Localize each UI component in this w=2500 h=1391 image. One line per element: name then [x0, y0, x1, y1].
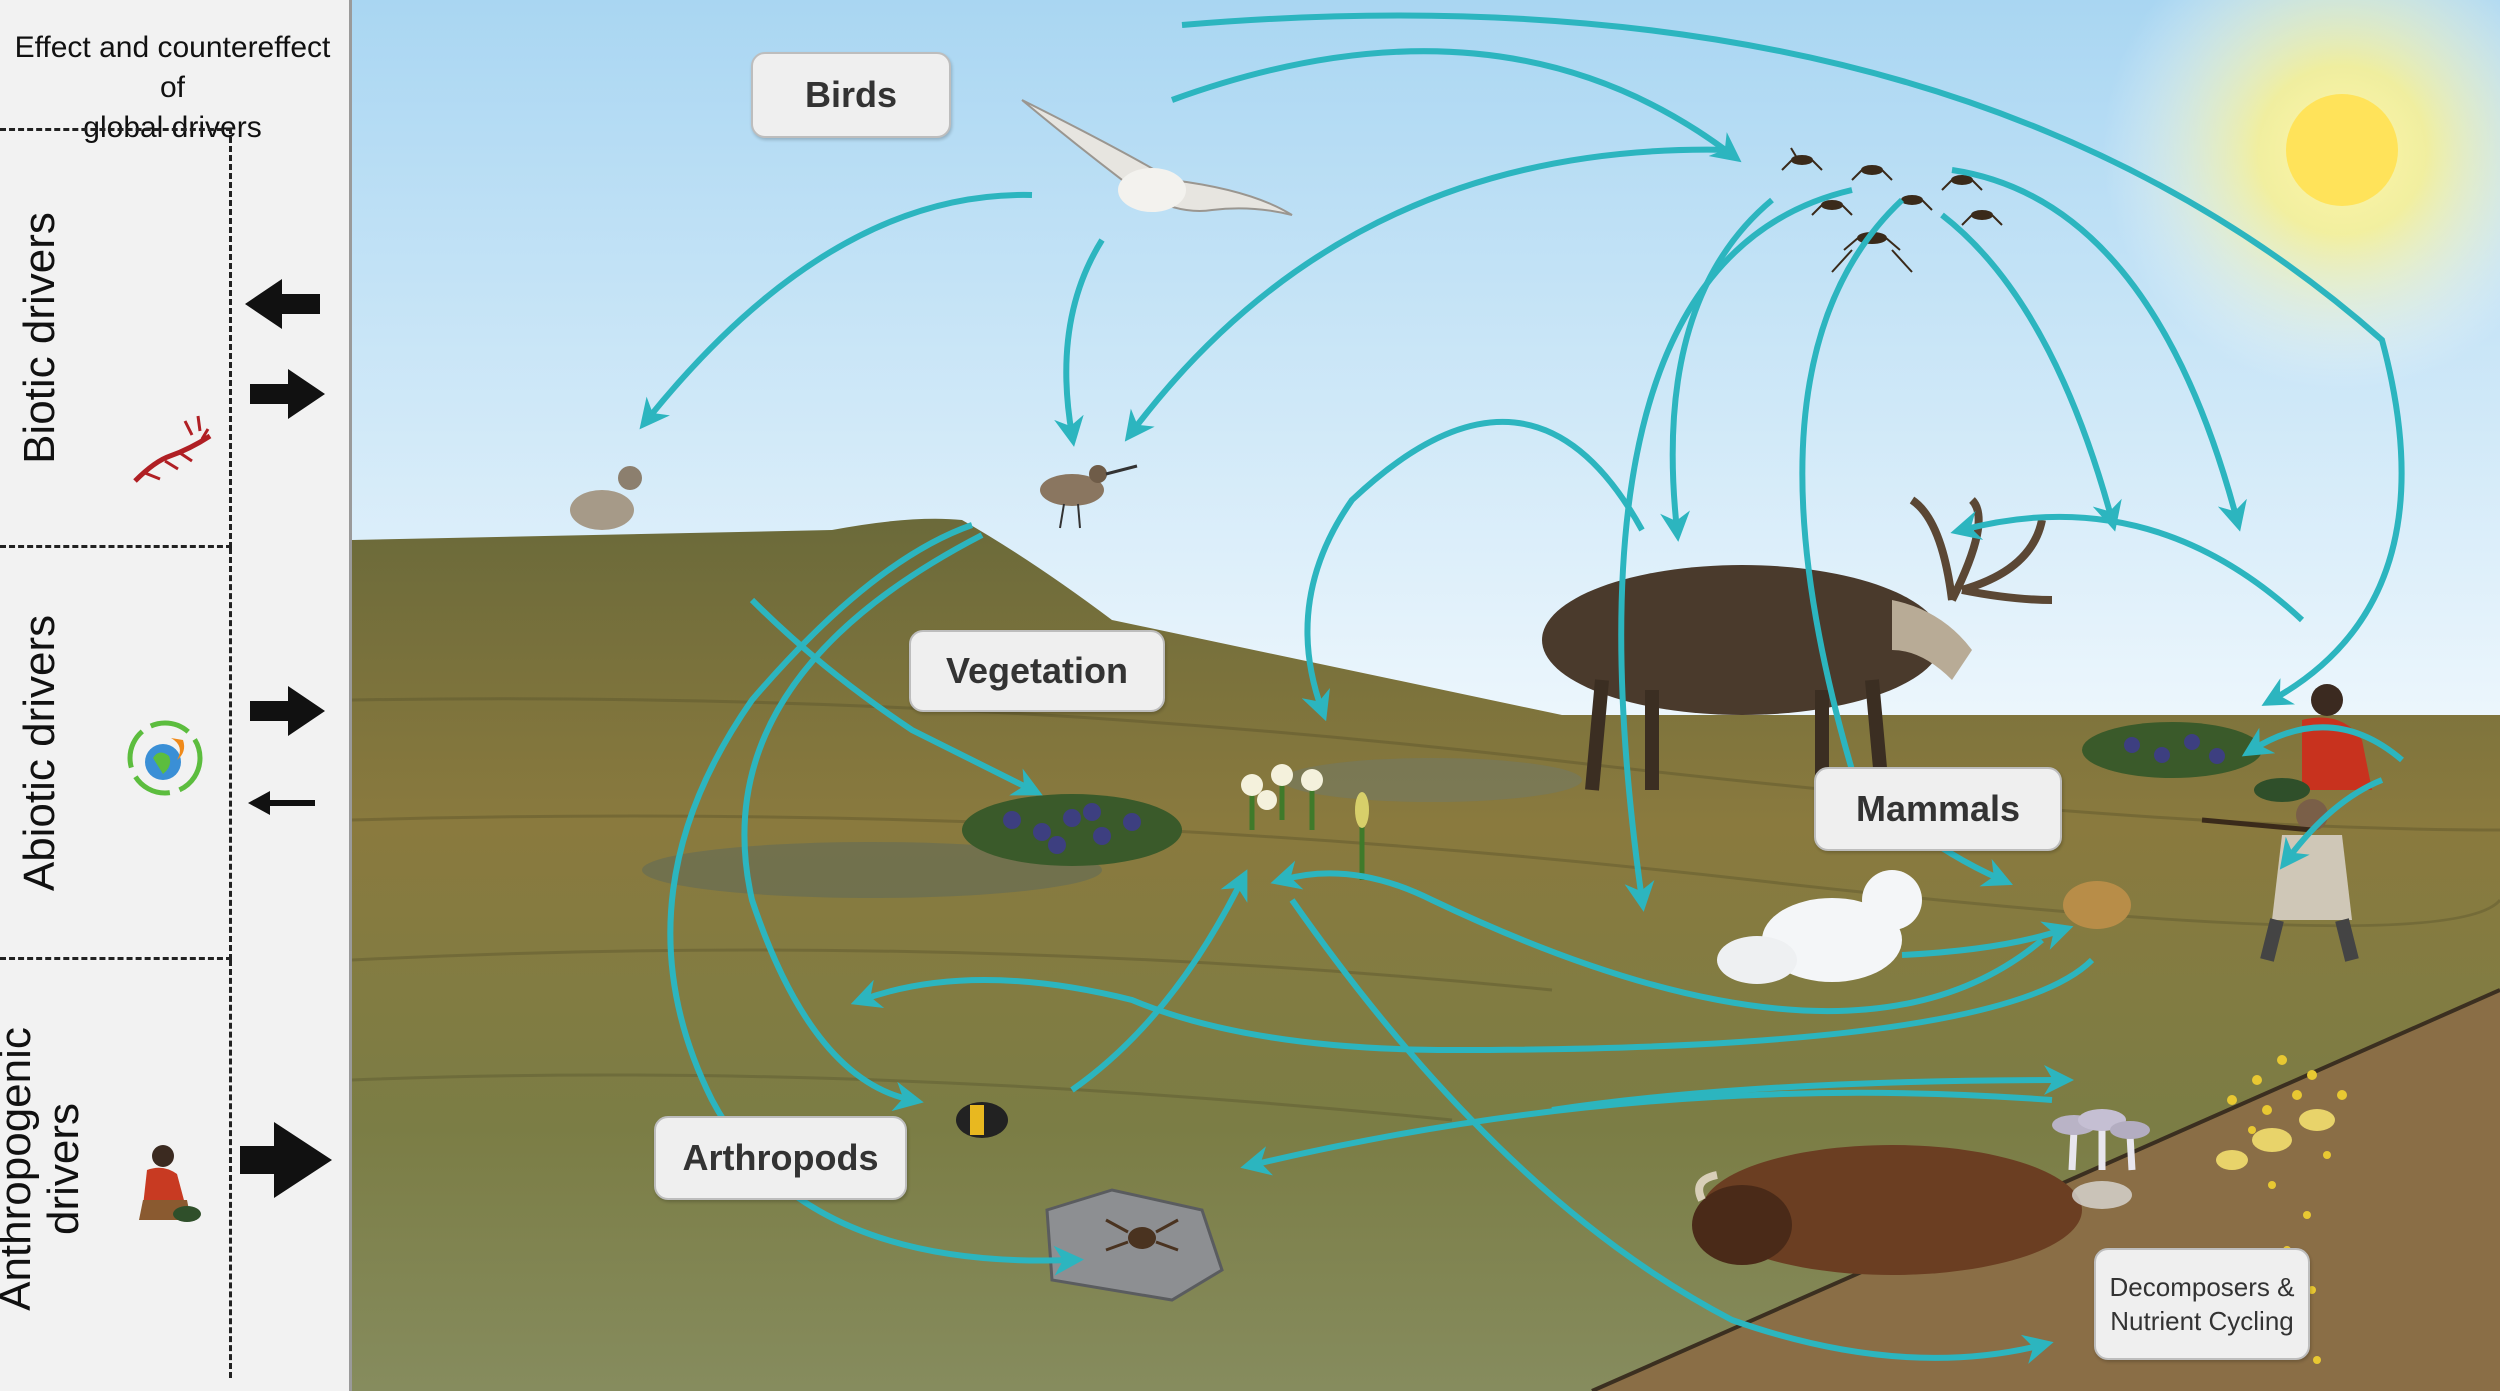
snowy-owl — [1021, 99, 1293, 216]
berry-picker — [2254, 684, 2372, 802]
arrow-mosquitoes-to-sandpiper — [1124, 146, 1733, 442]
mushrooms — [2052, 1109, 2150, 1209]
sun-glow — [2102, 0, 2500, 390]
arrow-mammals-to-vegetation — [850, 957, 2095, 1054]
ptarmigan — [570, 466, 642, 530]
climate-globe-icon — [127, 720, 203, 796]
anthropogenic-drivers-label: Anthropogenic drivers — [0, 1027, 89, 1311]
berry-bushes — [962, 794, 1182, 866]
arrow-mosquitoes-down — [1618, 187, 1853, 912]
arrow-picker-to-berries — [2241, 724, 2404, 763]
pest-icon — [133, 415, 212, 483]
arrow-sandpiper-to-bee — [741, 532, 984, 1112]
bumblebee — [956, 1102, 1008, 1138]
arrow-lemming-to-berries — [1270, 860, 2044, 1015]
arrow-hunter-to-lemming — [2279, 777, 2384, 870]
arrow-vegetation-to-decomposers — [1289, 898, 2054, 1364]
pond — [642, 842, 1102, 898]
vegetation-label: Vegetation — [909, 630, 1165, 712]
arrow-mosquitoes-to-right — [1951, 167, 2247, 532]
spider-on-rock — [1045, 1188, 1224, 1302]
decomposers-label: Decomposers & Nutrient Cycling — [2094, 1248, 2310, 1360]
lemming — [2063, 881, 2131, 929]
arrow-fox-to-lemming — [1901, 921, 2074, 958]
arrow-mosquitoes-to-hunter-area — [1940, 212, 2122, 532]
anthropogenic-effect-arrow — [240, 1122, 332, 1198]
arrow-hunter-to-caribou — [1950, 510, 2305, 623]
mosquito-swarm — [1781, 147, 2003, 273]
arrow-caribou-to-flowers — [1301, 418, 1645, 722]
arrow-hill-to-spider — [667, 522, 1084, 1276]
anthropogenic-drivers-box: Anthropogenic drivers — [0, 960, 332, 1378]
soil-larvae — [2216, 1109, 2335, 1170]
mammals-label: Mammals — [1814, 767, 2062, 851]
interaction-arrows — [639, 12, 2405, 1364]
arrow-bee-to-flowers — [1070, 869, 1248, 1093]
arrow-to-bee — [1240, 1089, 2053, 1176]
flowering-plants — [1241, 764, 1369, 880]
tundra-food-web-scene: Birds Vegetation Mammals Arthropods Deco… — [352, 0, 2500, 1391]
arrow-owl-to-sandpiper — [1054, 238, 1105, 447]
abiotic-drivers-box: Abiotic drivers — [0, 548, 325, 960]
arthropods-label: Arthropods — [654, 1116, 907, 1200]
biotic-effect-arrows — [245, 279, 325, 419]
arrow-owl-to-berries-far — [1181, 12, 2405, 706]
arrow-owl-to-mosquitoes — [1170, 48, 1742, 163]
muskox-carcass — [1692, 1145, 2082, 1275]
abiotic-effect-arrows — [248, 686, 325, 815]
arrow-ptarmigan-to-berries — [749, 597, 1043, 796]
arctic-fox — [1717, 870, 1922, 984]
biotic-drivers-box: Biotic drivers — [0, 128, 325, 548]
sandpiper — [1040, 464, 1138, 529]
arrow-owl-to-ptarmigan — [639, 191, 1033, 430]
birds-label: Birds — [751, 52, 951, 138]
human-harvest-icon — [139, 1145, 201, 1222]
biotic-drivers-label: Biotic drivers — [15, 212, 64, 464]
global-drivers-panel: Effect and countereffect of global drive… — [0, 0, 352, 1391]
arrow-mosquitoes-to-caribou — [1660, 197, 1774, 542]
sun — [2286, 94, 2398, 206]
abiotic-drivers-label: Abiotic drivers — [15, 614, 64, 891]
pond — [1282, 758, 1582, 802]
berry-bushes-far — [2082, 722, 2262, 778]
